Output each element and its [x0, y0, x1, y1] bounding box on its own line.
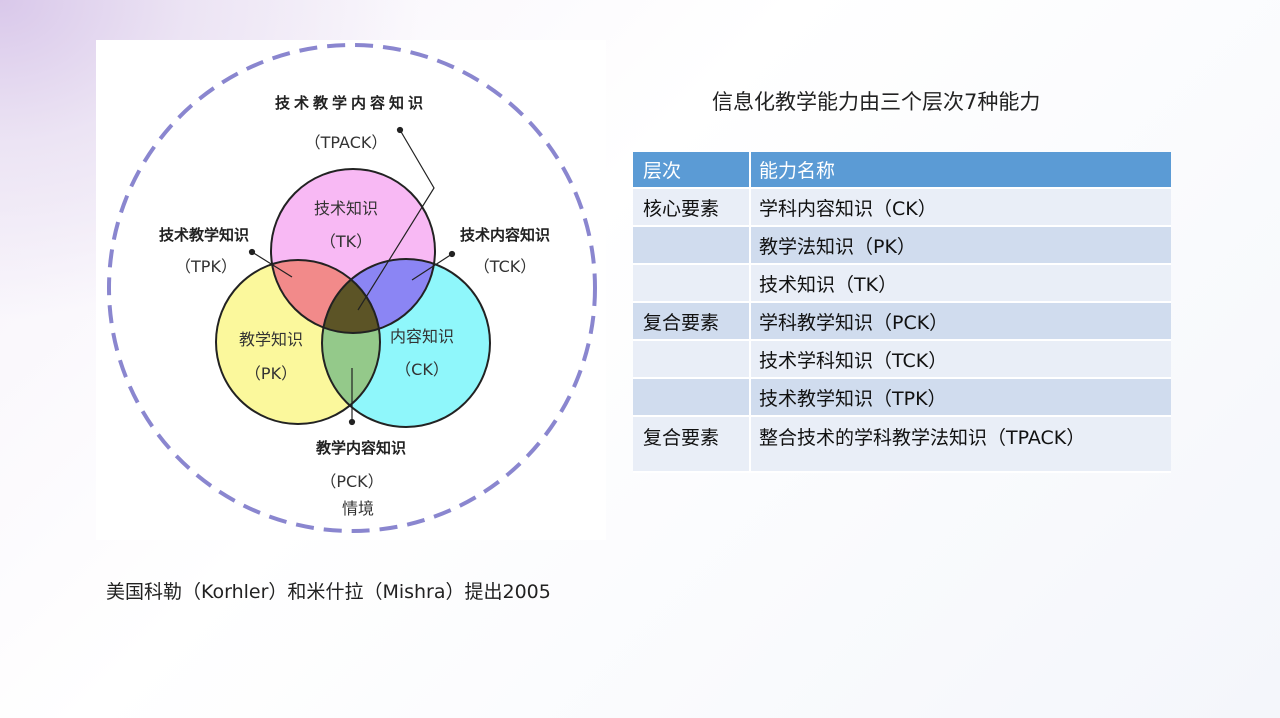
pk-abbr: （PK）	[245, 364, 297, 383]
pck-abbr: （PCK）	[320, 472, 383, 491]
context-ring	[107, 43, 597, 533]
level-cell: 核心要素	[633, 189, 751, 227]
table-title: 信息化教学能力由三个层次7种能力	[712, 90, 1041, 114]
tpack-label: （TPACK）	[305, 133, 388, 152]
pk-name: 教学知识	[239, 330, 303, 349]
level-cell: 复合要素	[633, 303, 751, 341]
leader-lines	[248, 126, 456, 426]
ck-abbr: （CK）	[395, 360, 449, 379]
ability-cell: 学科教学知识（PCK）	[751, 303, 1171, 341]
header-level: 层次	[633, 152, 751, 189]
table-row: 教学法知识（PK）	[633, 227, 1171, 265]
tpk-abbr: （TPK）	[175, 257, 237, 276]
ability-cell: 教学法知识（PK）	[751, 227, 1171, 265]
ability-cell: 技术学科知识（TCK）	[751, 341, 1171, 379]
pck-name: 教学内容知识	[315, 439, 406, 457]
ability-cell: 学科内容知识（CK）	[751, 189, 1171, 227]
table-row: 技术知识（TK）	[633, 265, 1171, 303]
tpack-venn-diagram: 技术教学内容知识 （TPACK） 技术知识 （TK） 教学知识 （PK） 内容知…	[96, 40, 606, 540]
tk-abbr: （TK）	[320, 232, 372, 251]
tck-abbr: （TCK）	[474, 257, 537, 276]
venn-svg: 技术教学内容知识 （TPACK） 技术知识 （TK） 教学知识 （PK） 内容知…	[107, 43, 597, 533]
level-cell	[633, 265, 751, 303]
context-label: 情境	[342, 499, 374, 518]
table-row: 复合要素学科教学知识（PCK）	[633, 303, 1171, 341]
table-row: 复合要素整合技术的学科教学法知识（TPACK）	[633, 417, 1171, 473]
ability-cell: 整合技术的学科教学法知识（TPACK）	[751, 417, 1171, 473]
level-cell	[633, 227, 751, 265]
level-cell	[633, 379, 751, 417]
tck-name: 技术内容知识	[460, 226, 550, 244]
table-row: 技术学科知识（TCK）	[633, 341, 1171, 379]
source-caption: 美国科勒（Korhler）和米什拉（Mishra）提出2005	[106, 581, 551, 603]
ck-name: 内容知识	[390, 327, 454, 346]
ability-cell: 技术知识（TK）	[751, 265, 1171, 303]
level-cell	[633, 341, 751, 379]
tk-name: 技术知识	[314, 199, 378, 218]
tpk-name: 技术教学知识	[159, 226, 249, 244]
ability-cell: 技术教学知识（TPK）	[751, 379, 1171, 417]
ability-table: 层次 能力名称 核心要素学科内容知识（CK） 教学法知识（PK） 技术知识（TK…	[633, 152, 1171, 473]
table-header: 层次 能力名称	[633, 152, 1171, 189]
table-row: 技术教学知识（TPK）	[633, 379, 1171, 417]
level-cell: 复合要素	[633, 417, 751, 473]
diagram-title: 技术教学内容知识	[275, 94, 427, 112]
header-ability: 能力名称	[751, 152, 1171, 189]
table-row: 核心要素学科内容知识（CK）	[633, 189, 1171, 227]
